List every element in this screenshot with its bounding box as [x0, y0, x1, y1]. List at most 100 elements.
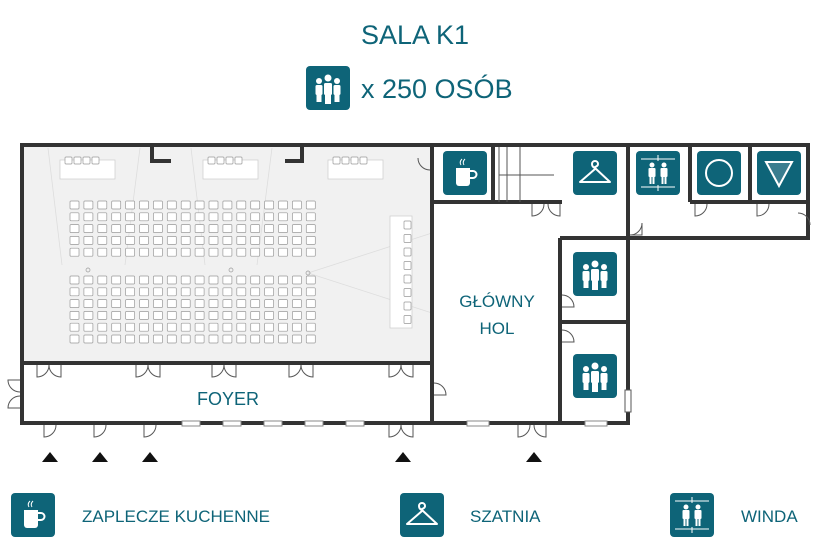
seat: [250, 224, 261, 233]
seat: [194, 212, 205, 222]
seat: [292, 299, 302, 308]
seat: [73, 156, 82, 165]
seat: [250, 311, 261, 320]
seat: [278, 200, 288, 210]
people-icon: [306, 66, 350, 110]
seat: [153, 287, 163, 297]
seat: [292, 287, 302, 297]
seat: [153, 299, 163, 308]
seat: [83, 322, 94, 332]
seat: [166, 299, 177, 308]
seat: [125, 311, 135, 320]
seat: [83, 224, 94, 233]
seat: [153, 334, 163, 344]
seat: [236, 224, 247, 233]
seat: [250, 299, 261, 308]
seat: [236, 275, 247, 285]
seat: [292, 212, 302, 222]
seat: [97, 287, 108, 297]
doors: [7, 147, 811, 438]
seat: [153, 224, 163, 233]
seat: [125, 212, 135, 222]
seat: [139, 322, 149, 332]
seat: [69, 236, 80, 245]
seat: [69, 224, 80, 233]
seat: [236, 322, 247, 332]
seat: [208, 322, 219, 332]
seating-area: [64, 156, 412, 344]
seat: [332, 156, 341, 165]
seat: [153, 322, 163, 332]
seat: [264, 247, 274, 257]
seat: [305, 311, 316, 320]
seat: [216, 156, 225, 165]
seat: [278, 334, 288, 344]
seat: [250, 200, 261, 210]
seat: [264, 275, 274, 285]
seat: [125, 275, 135, 285]
seat: [208, 287, 219, 297]
seat: [403, 220, 412, 230]
elevator-icon: [635, 150, 681, 196]
legend-coffee-icon: [10, 492, 56, 538]
seat: [292, 236, 302, 245]
seat: [125, 236, 135, 245]
seat: [111, 322, 122, 332]
seat: [180, 224, 191, 233]
seat: [139, 311, 149, 320]
seat: [125, 334, 135, 344]
seat: [264, 322, 274, 332]
seat: [180, 334, 191, 344]
seat: [236, 200, 247, 210]
entrance-markers: [42, 452, 542, 462]
seat: [278, 275, 288, 285]
seat: [208, 247, 219, 257]
seat: [403, 261, 412, 270]
seat: [194, 224, 205, 233]
projector-marker: [85, 267, 91, 273]
side-stage-table: [389, 215, 413, 329]
seat: [305, 200, 316, 210]
seat: [305, 275, 316, 285]
seat: [83, 247, 94, 257]
seat: [278, 224, 288, 233]
capacity-text: x 250 OSÓB: [361, 73, 513, 104]
seat: [305, 334, 316, 344]
seat: [125, 322, 135, 332]
seat: [403, 274, 412, 284]
seat: [97, 200, 108, 210]
legend-hanger-icon: [399, 492, 445, 538]
seat: [350, 156, 359, 165]
seat: [236, 236, 247, 245]
seat: [208, 212, 219, 222]
seat: [83, 334, 94, 344]
seat: [222, 311, 233, 320]
seat: [194, 247, 205, 257]
seat: [69, 299, 80, 308]
seat: [250, 236, 261, 245]
seat: [236, 287, 247, 297]
seat: [97, 275, 108, 285]
seat: [222, 322, 233, 332]
seat: [305, 212, 316, 222]
seat: [341, 156, 350, 165]
seat: [292, 322, 302, 332]
seat: [166, 334, 177, 344]
seat: [69, 247, 80, 257]
seat: [292, 334, 302, 344]
seat: [97, 311, 108, 320]
seat: [194, 299, 205, 308]
seat: [111, 334, 122, 344]
seat: [153, 311, 163, 320]
seat: [166, 275, 177, 285]
seat: [111, 311, 122, 320]
seat: [69, 212, 80, 222]
seat: [180, 212, 191, 222]
seat: [292, 224, 302, 233]
seat: [222, 224, 233, 233]
seat: [69, 322, 80, 332]
seat: [166, 224, 177, 233]
seat: [83, 287, 94, 297]
kitchen-coffee-icon: [442, 150, 488, 196]
seat: [403, 234, 412, 243]
